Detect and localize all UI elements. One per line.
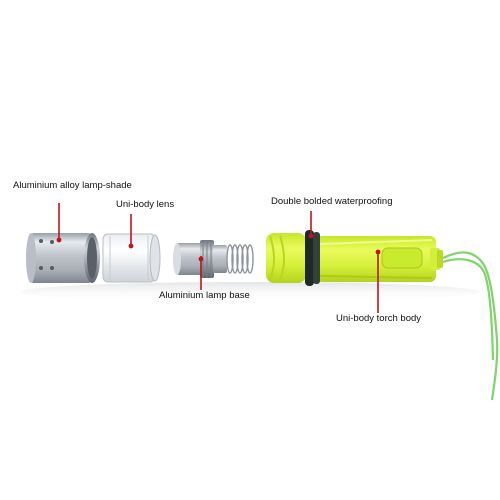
- label-lamp-shade: Aluminium alloy lamp-shade: [13, 180, 132, 191]
- o-ring: [305, 230, 320, 286]
- lamp-shade: [26, 233, 100, 283]
- lamp-base: [173, 240, 227, 278]
- pointer-lines: [58, 203, 379, 313]
- floor-shadow: [20, 282, 480, 302]
- lanyard: [442, 251, 499, 401]
- label-lamp-base: Aluminium lamp base: [159, 290, 250, 301]
- label-torch-body: Uni-body torch body: [336, 313, 422, 324]
- lens: [102, 233, 161, 283]
- pointer-dots: [56, 233, 381, 262]
- spring: [226, 244, 254, 274]
- label-lens: Uni-body lens: [116, 199, 175, 210]
- label-waterproofing: Double bolded waterproofing: [271, 196, 393, 207]
- torch-body: [266, 233, 443, 283]
